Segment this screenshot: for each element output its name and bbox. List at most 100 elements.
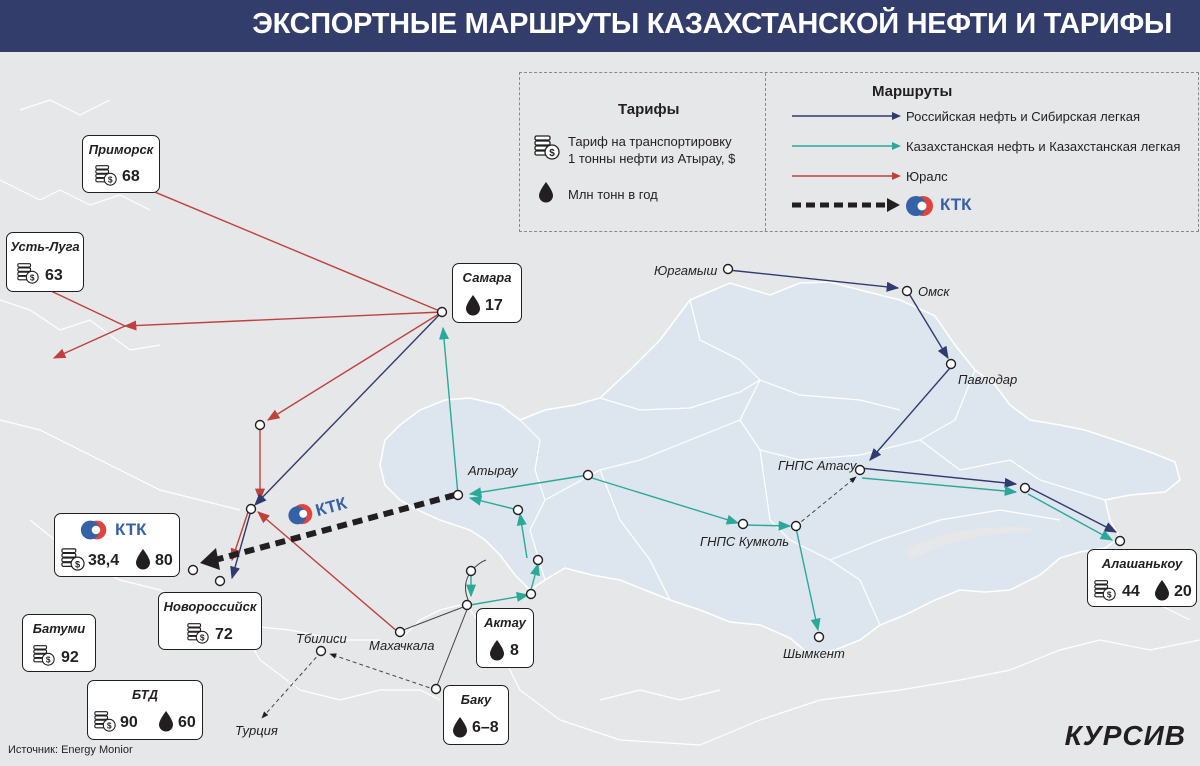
node-samara bbox=[436, 306, 448, 318]
svg-text:$: $ bbox=[549, 148, 555, 159]
node-baku bbox=[430, 683, 442, 695]
box-batumi-tariff: 92 bbox=[61, 649, 79, 666]
box-btd: БТД $ 90 60 bbox=[87, 680, 203, 740]
coins-icon: $ bbox=[17, 263, 39, 284]
box-primorsk-tariff: 68 bbox=[122, 168, 140, 185]
box-baku-name: Баку bbox=[460, 692, 492, 707]
ktk-logo-icon bbox=[80, 520, 107, 540]
box-batumi-name: Батуми bbox=[32, 621, 86, 636]
node-shymkent bbox=[813, 631, 825, 643]
oil-drop-icon bbox=[136, 549, 150, 570]
header-bar: ЭКСПОРТНЫЕ МАРШРУТЫ КАЗАХСТАНСКОЙ НЕФТИ … bbox=[0, 0, 1200, 52]
legend-navy-arrow bbox=[792, 112, 901, 120]
legend-route-urals: Юралс bbox=[906, 169, 948, 184]
node-novorossiysk bbox=[214, 575, 226, 587]
box-primorsk-name: Приморск bbox=[88, 142, 154, 157]
svg-text:$: $ bbox=[75, 559, 80, 569]
coins-icon: $ bbox=[95, 165, 117, 186]
oil-drop-icon bbox=[466, 295, 480, 316]
coins-icon: $ bbox=[187, 623, 209, 644]
box-btd-volume: 60 bbox=[178, 714, 196, 731]
box-alashankou-name: Алашанькоу bbox=[1101, 556, 1183, 571]
box-alashankou-tariff: 44 bbox=[1122, 583, 1140, 600]
node-caspian-4 bbox=[465, 565, 477, 577]
balkhash-lake bbox=[905, 526, 1032, 560]
box-samara-volume: 17 bbox=[485, 297, 503, 314]
node-aktau bbox=[461, 599, 473, 611]
oil-drop-icon bbox=[453, 717, 467, 738]
node-kumkol bbox=[737, 518, 749, 530]
label-shymkent: Шымкент bbox=[783, 646, 845, 661]
box-ust-luga-name: Усть-Луга bbox=[10, 239, 80, 254]
box-batumi: Батуми $ 92 bbox=[22, 614, 96, 672]
legend-divider bbox=[765, 73, 766, 231]
node-atasu bbox=[854, 464, 866, 476]
box-btd-tariff: 90 bbox=[120, 714, 138, 731]
box-baku: Баку 6–8 bbox=[443, 685, 509, 745]
route-nodes bbox=[187, 263, 1126, 695]
legend-volume-label: Млн тонн в год bbox=[568, 187, 658, 202]
node-kenkiyak bbox=[582, 469, 594, 481]
ktk-arrowhead bbox=[200, 548, 220, 570]
node-alashankou bbox=[1114, 535, 1126, 547]
svg-text:$: $ bbox=[30, 273, 35, 283]
legend-tariffs-title: Тарифы bbox=[618, 101, 680, 118]
node-caspian-1 bbox=[512, 504, 524, 516]
box-aktau-name: Актау bbox=[484, 615, 526, 630]
label-makhachkala: Махачкала bbox=[369, 638, 434, 653]
box-aktau: Актау 8 bbox=[476, 608, 534, 668]
node-karakoin bbox=[790, 520, 802, 532]
box-ust-luga: Усть-Луга $ 63 bbox=[6, 232, 84, 292]
node-tbilisi bbox=[315, 645, 327, 657]
other-routes bbox=[261, 476, 857, 719]
box-novorossiysk: Новороссийск $ 72 bbox=[158, 592, 262, 650]
node-caspian-2 bbox=[532, 554, 544, 566]
node-east bbox=[1019, 482, 1031, 494]
box-samara: Самара 17 bbox=[452, 263, 522, 323]
node-atyrau bbox=[452, 489, 464, 501]
coins-icon: $ bbox=[1094, 580, 1116, 601]
oil-drop-icon bbox=[539, 182, 553, 203]
box-baku-volume: 6–8 bbox=[472, 719, 499, 736]
kazakhstan-territory bbox=[379, 281, 1181, 656]
brand-logo: КУРСИВ bbox=[1064, 720, 1186, 751]
coins-icon: $ bbox=[61, 548, 85, 571]
kazakh-routes bbox=[438, 326, 1114, 632]
label-atyrau: Атырау bbox=[467, 463, 519, 478]
box-primorsk: Приморск $ 68 bbox=[82, 135, 160, 193]
svg-text:$: $ bbox=[46, 655, 51, 665]
legend-teal-arrow bbox=[792, 142, 901, 150]
svg-text:$: $ bbox=[200, 633, 205, 643]
svg-text:$: $ bbox=[108, 175, 113, 185]
box-ktk: КТК $ 38,4 80 bbox=[54, 513, 180, 577]
legend-tariff-line2: 1 тонны нефти из Атырау, $ bbox=[568, 151, 736, 166]
map-ktk-label: КТК bbox=[313, 493, 349, 520]
node-ru-junction bbox=[254, 419, 266, 431]
node-yurgamysh bbox=[722, 263, 734, 275]
box-samara-name: Самара bbox=[462, 270, 512, 285]
box-ktk-logo: КТК bbox=[115, 520, 147, 539]
legend-route-kazakh: Казахстанская нефть и Казахстанская легк… bbox=[906, 139, 1181, 154]
svg-text:$: $ bbox=[107, 721, 112, 731]
legend-routes-title: Маршруты bbox=[872, 83, 953, 100]
box-ktk-tariff: 38,4 bbox=[88, 552, 120, 569]
legend-route-russian: Российская нефть и Сибирская легкая bbox=[906, 109, 1140, 124]
node-omsk bbox=[901, 285, 913, 297]
coins-icon: $ bbox=[94, 711, 116, 732]
oil-drop-icon bbox=[490, 640, 504, 661]
legend-ktk-arrow bbox=[792, 198, 900, 212]
label-pavlodar: Павлодар bbox=[958, 372, 1017, 387]
box-aktau-volume: 8 bbox=[510, 642, 519, 659]
coins-icon: $ bbox=[534, 135, 560, 160]
ktk-logo-icon bbox=[906, 196, 933, 216]
region-borders bbox=[519, 299, 1106, 626]
box-ust-luga-tariff: 63 bbox=[45, 267, 63, 284]
ktk-pipeline bbox=[214, 492, 456, 563]
russian-routes bbox=[230, 269, 1118, 580]
oil-drop-icon bbox=[159, 711, 173, 732]
box-ktk-volume: 80 bbox=[155, 552, 173, 569]
source-note: Источник: Energy Monior bbox=[8, 744, 133, 756]
node-ktk-terminal bbox=[187, 564, 199, 576]
box-alashankou: Алашанькоу $ 44 20 bbox=[1087, 549, 1197, 607]
node-pavlodar bbox=[945, 358, 957, 370]
